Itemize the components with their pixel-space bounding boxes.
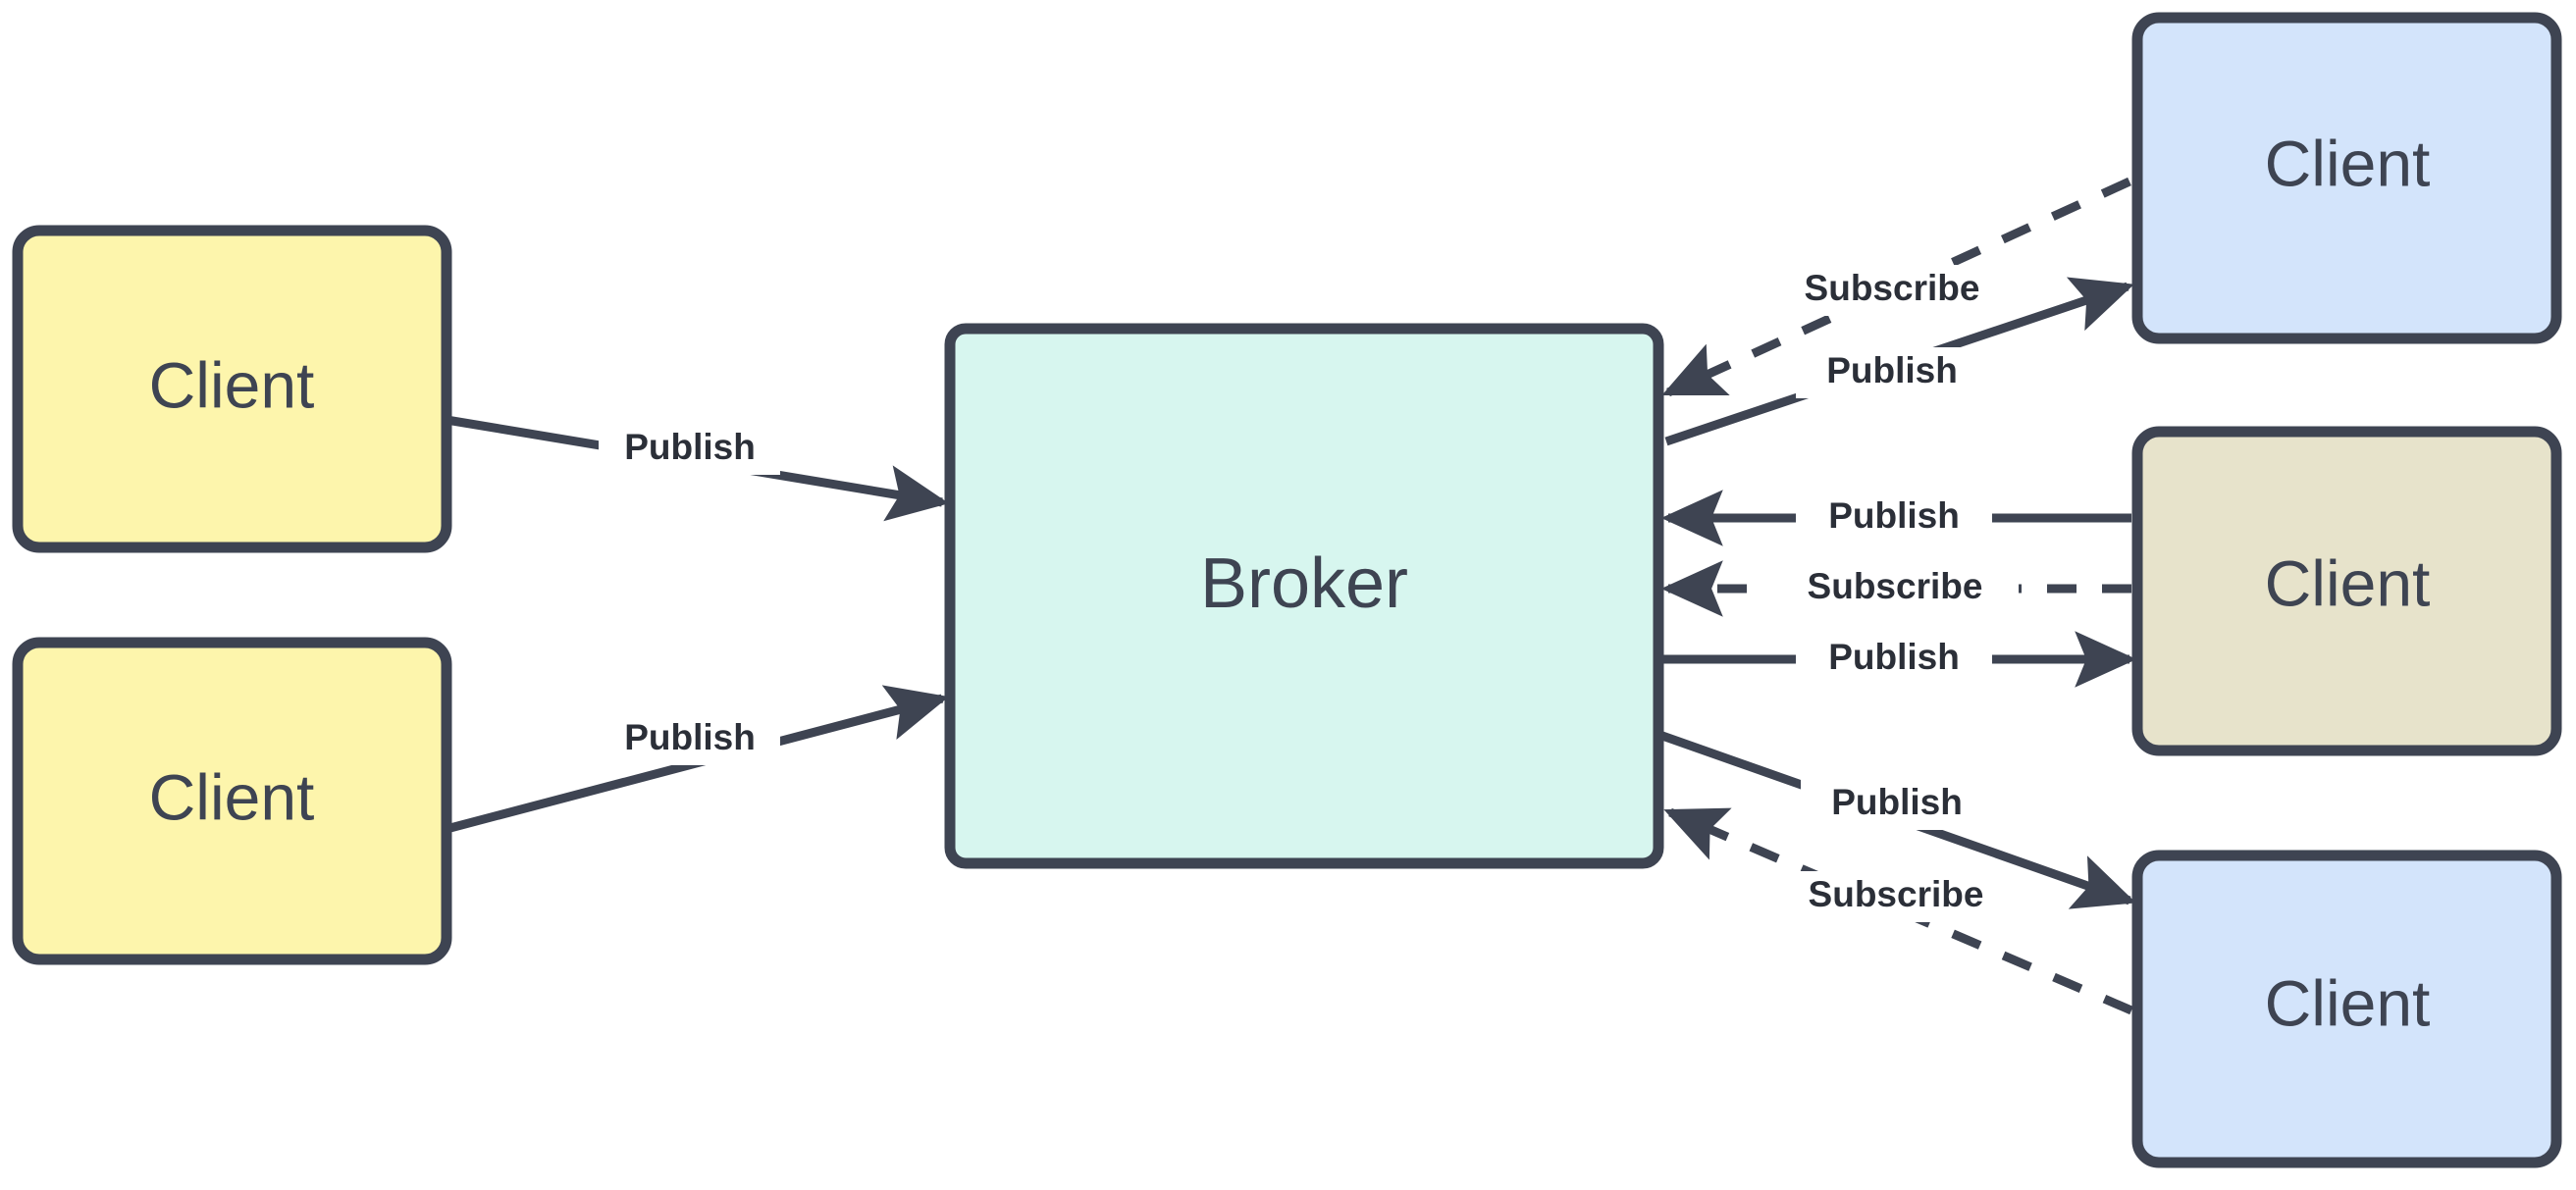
- edge-rightmid-publish-out: Publish: [1662, 631, 2137, 688]
- edge-righttop-publish: Publish: [1664, 277, 2134, 446]
- node-label-client-right-middle: Client: [2265, 546, 2431, 619]
- node-rect-client-right-bottom[interactable]: [2131, 850, 2562, 1168]
- node-rect-client-left-bottom[interactable]: [12, 637, 452, 965]
- edge-label-backdrop: [1796, 347, 1992, 398]
- node-label-client-left-top: Client: [149, 348, 315, 421]
- node-rect-client-right-top[interactable]: [2131, 12, 2562, 344]
- node-client-right-middle[interactable]: Client: [2131, 426, 2562, 756]
- edge-label-backdrop: [1801, 779, 1997, 830]
- edge-label-backdrop: [1771, 871, 2022, 922]
- node-client-left-bottom[interactable]: Client: [12, 637, 452, 965]
- node-label-client-left-bottom: Client: [149, 760, 315, 833]
- node-rect-client-left-top[interactable]: [12, 225, 452, 553]
- node-label-broker: Broker: [1200, 544, 1408, 623]
- edge-line-rightbottom-subscribe: [1663, 807, 2133, 1015]
- node-label-client-right-top: Client: [2265, 127, 2431, 199]
- node-label-client-right-bottom: Client: [2265, 966, 2431, 1039]
- edge-label-backdrop: [1796, 492, 1992, 543]
- node-client-right-bottom[interactable]: Client: [2131, 850, 2562, 1168]
- edge-label-rightbottom-subscribe: Subscribe: [1809, 874, 1984, 914]
- edge-label-righttop-publish: Publish: [1826, 350, 1958, 390]
- edge-rightmid-publish-in: Publish: [1660, 490, 2131, 546]
- edge-label-rightmid-publish-out: Publish: [1828, 637, 1960, 677]
- edge-label-rightbottom-publish: Publish: [1831, 782, 1963, 822]
- node-broker[interactable]: Broker: [944, 323, 1664, 869]
- edge-lefttop-publish: Publish: [446, 415, 950, 522]
- edge-label-leftbottom-publish: Publish: [624, 717, 756, 757]
- edge-label-lefttop-publish: Publish: [624, 427, 756, 467]
- edge-label-backdrop: [1766, 265, 2017, 316]
- edge-leftbottom-publish: Publish: [445, 685, 949, 834]
- edge-label-righttop-subscribe: Subscribe: [1805, 268, 1980, 308]
- edge-rightmid-subscribe: Subscribe: [1660, 560, 2131, 617]
- node-rect-client-right-middle[interactable]: [2131, 426, 2562, 756]
- edge-label-backdrop: [1796, 634, 1992, 685]
- edge-label-rightmid-subscribe: Subscribe: [1808, 566, 1983, 606]
- edge-rightbottom-publish: Publish: [1660, 731, 2136, 909]
- edge-rightbottom-subscribe: Subscribe: [1663, 807, 2133, 1015]
- edge-righttop-subscribe: Subscribe: [1661, 177, 2131, 397]
- node-client-right-top[interactable]: Client: [2131, 12, 2562, 344]
- edge-label-backdrop: [1771, 563, 2019, 614]
- node-client-left-top[interactable]: Client: [12, 225, 452, 553]
- edge-label-backdrop: [599, 714, 780, 765]
- edge-label-backdrop: [599, 424, 780, 475]
- edge-label-rightmid-publish-in: Publish: [1828, 495, 1960, 536]
- node-rect-broker[interactable]: [944, 323, 1664, 869]
